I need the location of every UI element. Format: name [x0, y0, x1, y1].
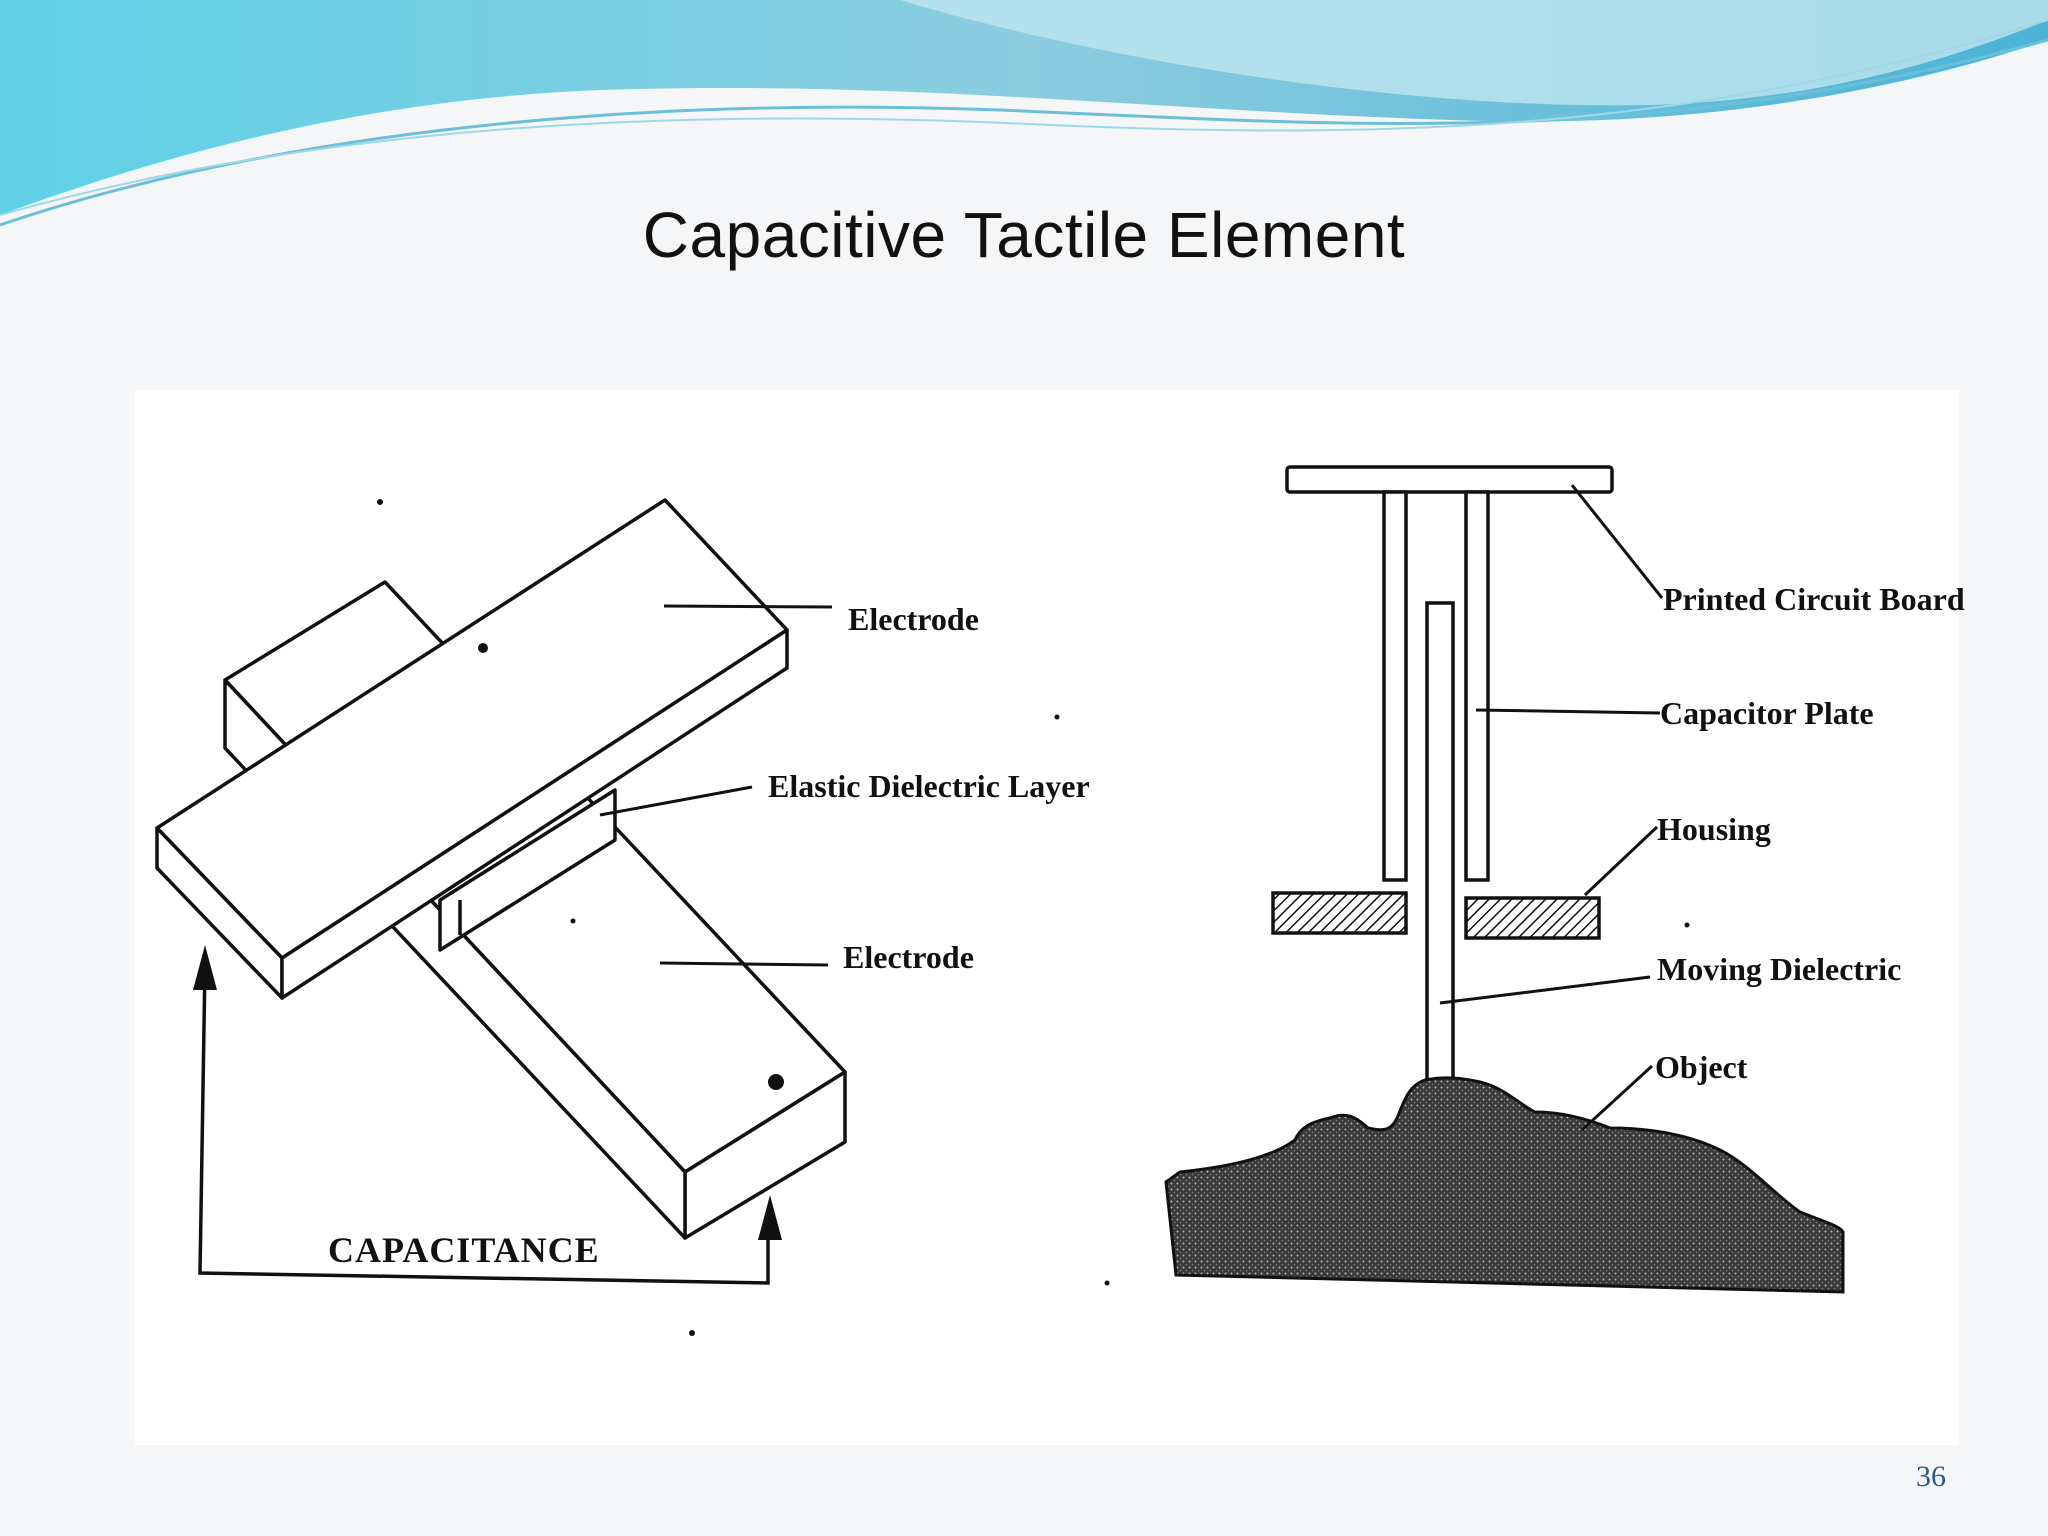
capacitance-arrow-left [193, 945, 217, 990]
dielectric-block [438, 788, 617, 952]
capacitor-plate-left [1382, 490, 1408, 882]
label-bottom-electrode: Electrode [843, 939, 974, 975]
capacitance-arrow-right [758, 1195, 782, 1240]
label-housing: Housing [1657, 811, 1771, 847]
slide-title: Capacitive Tactile Element [642, 199, 1406, 271]
right-diagram [1271, 465, 1614, 1085]
page-number: 36 [1916, 1460, 1946, 1493]
label-top-electrode: Electrode [848, 601, 979, 637]
label-elastic-dielectric: Elastic Dielectric Layer [768, 768, 1090, 804]
label-moving-dielectric: Moving Dielectric [1657, 951, 1901, 987]
pcb [1285, 465, 1614, 494]
label-printed-circuit-board: Printed Circuit Board [1663, 581, 1965, 617]
moving-dielectric [1425, 601, 1455, 1085]
housing-right [1464, 896, 1601, 940]
right-leader-lines [1439, 484, 1664, 1132]
label-capacitor-plate: Capacitor Plate [1660, 695, 1874, 731]
left-diagram [155, 498, 1110, 1336]
left-leader-lines [599, 604, 833, 967]
housing-left [1271, 891, 1408, 935]
capacitance-bracket [198, 964, 770, 1285]
header-wave-decoration [0, 0, 2048, 227]
capacitor-plate-right [1464, 490, 1490, 882]
label-capacitance: CAPACITANCE [328, 1230, 600, 1270]
label-object: Object [1655, 1049, 1748, 1085]
object-mound [1164, 1076, 1845, 1294]
top-electrode-bar [155, 498, 789, 1000]
